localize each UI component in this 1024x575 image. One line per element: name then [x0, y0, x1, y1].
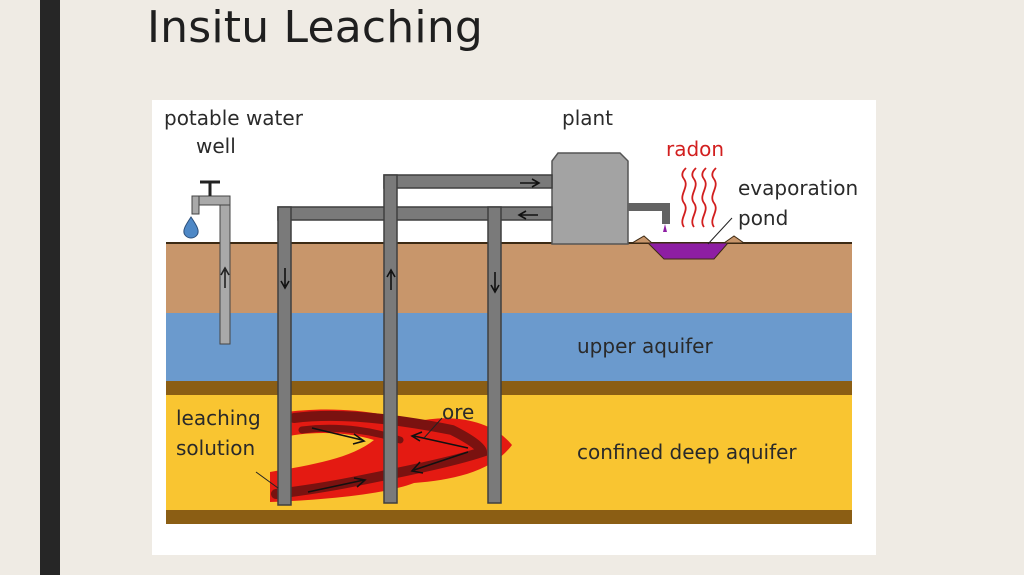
topsoil-layer — [166, 243, 852, 313]
evaporation-label-line2: pond — [738, 206, 789, 230]
water-drop-icon — [183, 216, 199, 239]
evaporation-pond — [630, 217, 746, 260]
plant-outflow-pipe — [628, 203, 670, 224]
injection-well-left — [277, 206, 292, 506]
lower-confining-layer — [166, 510, 852, 524]
potable-well-label-line2: well — [196, 134, 236, 158]
confined-aquifer-label: confined deep aquifer — [577, 440, 797, 464]
flow-arrow-icon — [280, 178, 541, 493]
upper-confining-layer — [166, 381, 852, 395]
potable-well-spout-tip — [191, 195, 200, 215]
potable-well-label-line1: potable water — [164, 106, 303, 130]
slide-accent-bar — [40, 0, 60, 575]
faucet-icon — [200, 180, 220, 196]
diagram-canvas — [166, 152, 852, 524]
leaching-leader-line — [255, 471, 279, 489]
plant-outflow-drip — [663, 224, 667, 232]
ore-leader-line — [423, 417, 443, 439]
plant-label: plant — [562, 106, 614, 130]
lower-supply-pipe — [277, 206, 553, 221]
flow-arrow-icon — [220, 266, 230, 288]
radon-wave-icon — [681, 167, 717, 228]
upper-supply-pipe — [383, 174, 553, 189]
plant-building — [551, 152, 629, 245]
ore-label: ore — [442, 400, 475, 424]
evaporation-label-line1: evaporation — [738, 176, 859, 200]
leaching-label-line2: solution — [176, 436, 256, 460]
recovery-well-center — [383, 174, 398, 504]
radon-label: radon — [666, 137, 725, 161]
injection-well-right — [487, 206, 502, 504]
leaching-label-line1: leaching — [176, 406, 261, 430]
upper-aquifer-label: upper aquifer — [577, 334, 713, 358]
page-title: Insitu Leaching — [147, 2, 484, 53]
upper-aquifer-layer — [166, 313, 852, 381]
leaching-diagram: potable water well plant radon evaporati… — [152, 100, 876, 555]
